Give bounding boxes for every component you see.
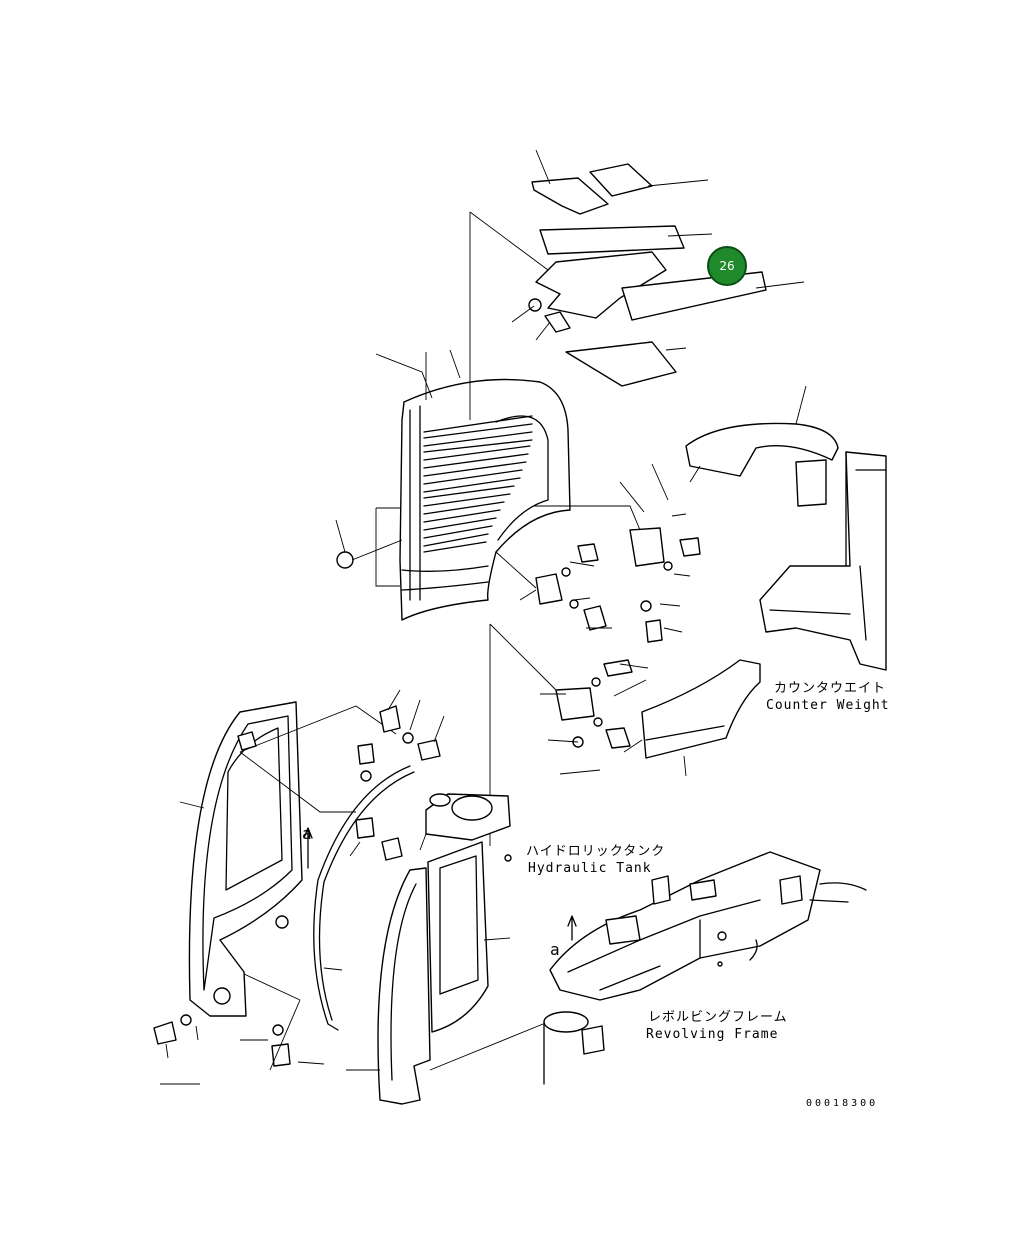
hinge-assemblies	[489, 463, 701, 846]
counter-weight-label-jp: カウンタウエイト	[774, 681, 887, 696]
counter-weight-label-en: Counter Weight	[766, 698, 890, 713]
drawing-number: 00018300	[806, 1098, 879, 1109]
hydraulic-tank-label-en: Hydraulic Tank	[528, 861, 652, 876]
radiator-grille-cover	[335, 211, 571, 621]
part-callout-26[interactable]: 26	[707, 246, 747, 286]
right-side-door	[346, 867, 549, 1105]
grille-slats	[423, 415, 533, 553]
counter-weight-assembly	[641, 385, 887, 777]
view-marker-a-right: a	[550, 940, 561, 959]
hydraulic-tank-label-jp: ハイドロリックタンク	[526, 844, 666, 859]
top-cover-plates	[511, 149, 805, 387]
left-side-door	[179, 701, 397, 1017]
revolving-frame-label-en: Revolving Frame	[646, 1027, 779, 1042]
fastener-hardware	[153, 689, 445, 1085]
revolving-frame	[543, 851, 867, 1085]
revolving-frame-label-jp: レボルビングフレーム	[648, 1010, 788, 1025]
door-seal-strip	[313, 765, 415, 1031]
hydraulic-tank	[419, 793, 512, 1033]
view-marker-a-left: a	[302, 824, 313, 843]
